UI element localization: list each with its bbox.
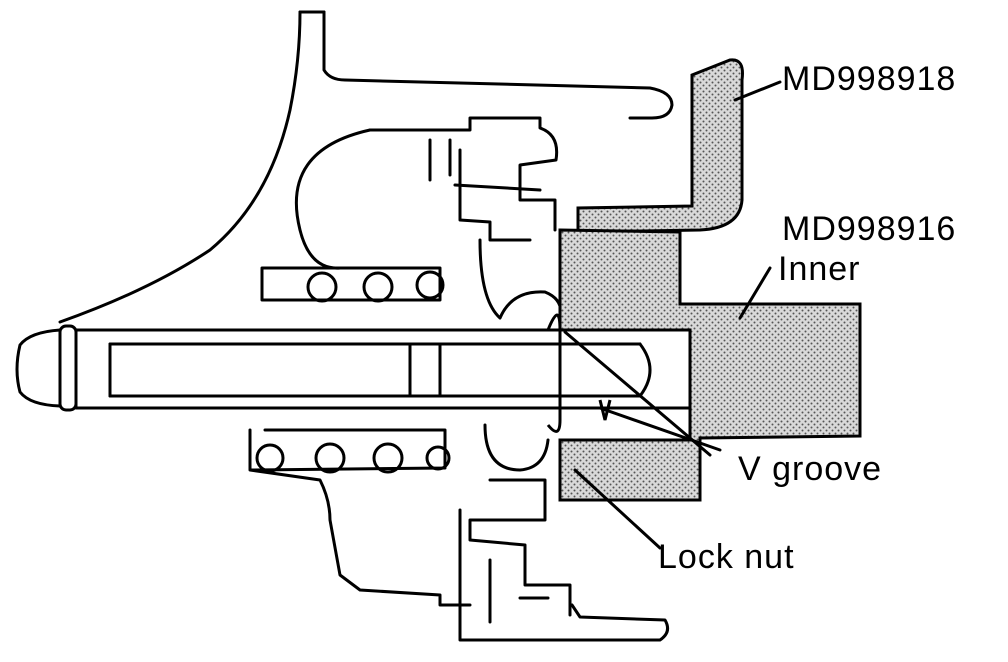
md998918-tool — [576, 58, 744, 234]
lower-seat — [483, 423, 550, 472]
lock-nut-body — [546, 313, 562, 433]
label-v-groove: V groove — [738, 450, 883, 488]
shaft-rod — [108, 342, 442, 398]
upper-housing — [368, 116, 559, 232]
shaft-collar — [58, 324, 78, 412]
upper-step — [458, 148, 532, 242]
upper-flange — [58, 10, 302, 324]
upper-seat — [478, 238, 563, 322]
label-md998916: MD998916 — [782, 210, 957, 248]
label-md998918: MD998918 — [782, 60, 957, 98]
md998916-tool — [558, 228, 862, 502]
lower-flange — [458, 508, 670, 642]
lower-ball-2 — [314, 442, 346, 474]
lower-step — [468, 478, 572, 617]
lower-flange-inner — [488, 558, 550, 624]
upper-inner-wall — [260, 128, 442, 302]
label-lock-nut: Lock nut — [658, 538, 795, 576]
shaft-inner-end — [638, 342, 652, 398]
lower-ball-4 — [425, 445, 451, 471]
leader-v-groove-1 — [563, 330, 712, 457]
upper-ball-3 — [415, 270, 445, 300]
leader-v-groove-2 — [598, 406, 722, 452]
leader-md998918 — [733, 80, 782, 102]
upper-bore — [428, 138, 542, 192]
label-inner: Inner — [778, 250, 861, 288]
shaft-end-cap — [15, 328, 62, 408]
v-groove-mark — [598, 399, 612, 421]
lower-ball-3 — [372, 442, 404, 474]
lower-ball-1 — [255, 443, 285, 473]
upper-ball-1 — [306, 271, 338, 303]
upper-flange-tip — [322, 10, 674, 120]
leader-lock-nut — [573, 468, 662, 550]
leader-md998916 — [738, 266, 772, 320]
upper-ball-2 — [362, 271, 394, 303]
